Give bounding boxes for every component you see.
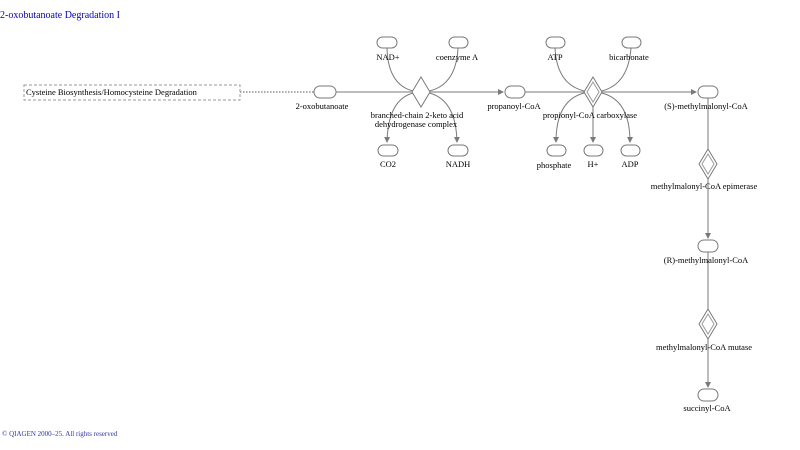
metabolite-h-plus-label: H+ (588, 159, 599, 169)
metabolite-nad-label: NAD+ (376, 52, 399, 62)
enzyme-bckdh-label-line1: branched-chain 2-keto acid (371, 110, 464, 120)
enzyme-bckdh-label-line2: dehydrogenase complex (375, 119, 458, 129)
metabolite-succinyl-coa-node[interactable] (697, 388, 719, 402)
metabolite-co2-node[interactable] (377, 144, 399, 157)
page-title: 2-oxobutanoate Degradation I (0, 10, 120, 21)
pathway-edges (240, 47, 711, 388)
metabolite-r-methylmalonyl-coa-node[interactable] (697, 239, 719, 253)
metabolite-phosphate-node[interactable] (546, 144, 567, 157)
linked-pathway-box[interactable]: Cysteine Biosynthesis/Homocysteine Degra… (23, 84, 241, 101)
metabolite-h-plus-node[interactable] (583, 144, 604, 157)
metabolite-nadh-label: NADH (446, 159, 471, 169)
metabolite-propanoyl-coa-node[interactable] (504, 85, 526, 99)
enzyme-bckdh-node[interactable] (411, 76, 431, 108)
metabolite-adp-node[interactable] (620, 144, 641, 157)
enzyme-propionyl-coa-carboxylase-label: propionyl-CoA carboxylase (543, 110, 637, 120)
metabolite-nadh-node[interactable] (447, 144, 469, 157)
metabolite-s-methylmalonyl-coa-label: (S)-methylmalonyl-CoA (664, 101, 748, 111)
enzyme-propionyl-coa-carboxylase-node[interactable] (583, 76, 603, 108)
metabolite-r-methylmalonyl-coa-label: (R)-methylmalonyl-CoA (664, 255, 749, 265)
metabolite-co2-label: CO2 (380, 159, 396, 169)
enzyme-methylmalonyl-coa-epimerase-node[interactable] (698, 148, 718, 180)
metabolite-2-oxobutanoate-label: 2-oxobutanoate (296, 101, 349, 111)
enzyme-methylmalonyl-coa-epimerase-label: methylmalonyl-CoA epimerase (651, 181, 758, 191)
metabolite-nad-node[interactable] (376, 36, 398, 49)
metabolite-bicarbonate-node[interactable] (621, 36, 642, 49)
edge-phosphate-out (553, 91, 591, 143)
enzyme-methylmalonyl-coa-mutase-label: methylmalonyl-CoA mutase (656, 342, 752, 352)
edge-adp-out (595, 91, 633, 143)
metabolite-succinyl-coa-label: succinyl-CoA (683, 403, 731, 413)
metabolite-atp-label: ATP (547, 52, 562, 62)
metabolite-s-methylmalonyl-coa-node[interactable] (697, 85, 719, 99)
metabolite-coenzyme-a-label: coenzyme A (436, 52, 479, 62)
metabolite-bicarbonate-label: bicarbonate (609, 52, 649, 62)
metabolite-atp-node[interactable] (545, 36, 566, 49)
copyright-footer: © QIAGEN 2000–25. All rights reserved (2, 430, 118, 438)
metabolite-phosphate-label: phosphate (537, 160, 572, 170)
metabolite-coenzyme-a-node[interactable] (448, 36, 469, 49)
metabolite-propanoyl-coa-label: propanoyl-CoA (487, 101, 541, 111)
metabolite-2-oxobutanoate-node[interactable] (313, 85, 337, 99)
metabolite-adp-label: ADP (621, 159, 638, 169)
linked-pathway-label: Cysteine Biosynthesis/Homocysteine Degra… (26, 87, 198, 97)
enzyme-methylmalonyl-coa-mutase-node[interactable] (698, 308, 718, 340)
